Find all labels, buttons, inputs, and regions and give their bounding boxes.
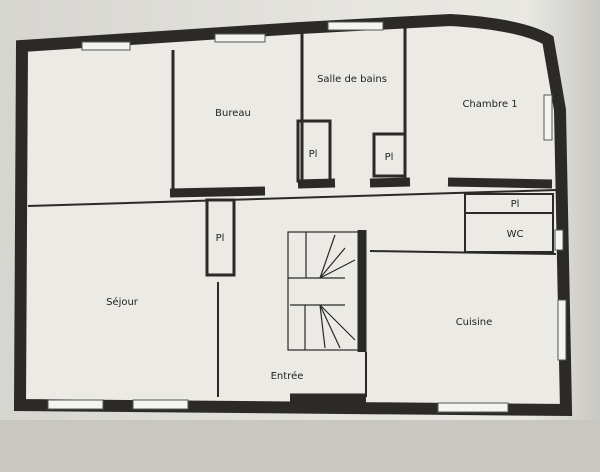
room-label-cuisine: Cuisine (456, 317, 493, 328)
room-label-sejour: Séjour (106, 296, 139, 308)
room-label-bureau: Bureau (215, 108, 251, 119)
room-label-salle-de-bains: Salle de bains (317, 74, 387, 85)
interior-walls (27, 26, 557, 403)
room-label-placard: Pl (385, 152, 394, 163)
staircase (287, 231, 361, 351)
room-label-wc: WC (507, 229, 524, 240)
room-label-placard: Pl (511, 199, 520, 210)
room-label-placard: Pl (216, 233, 225, 244)
page-shadow (0, 420, 600, 472)
room-label-placard: Pl (309, 149, 318, 160)
outer-walls (13, 13, 573, 417)
room-label-entree: Entrée (271, 370, 304, 382)
windows (47, 21, 567, 413)
room-label-chambre-1: Chambre 1 (462, 99, 517, 110)
